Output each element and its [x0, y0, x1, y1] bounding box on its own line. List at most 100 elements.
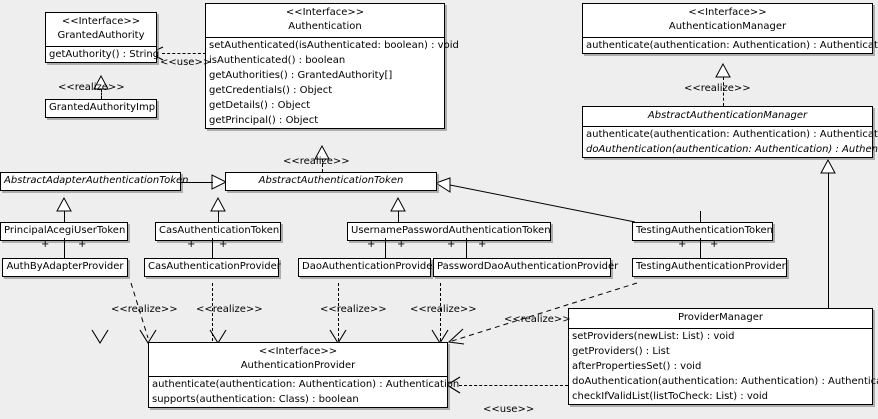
- class-provider-manager[interactable]: ProviderManager setProviders(newList: Li…: [568, 308, 878, 405]
- class-abstract-authentication-manager[interactable]: AbstractAuthenticationManager authentica…: [582, 106, 878, 158]
- operation-row: afterPropertiesSet() : void: [572, 361, 702, 372]
- generalization-link-usernamepasswordtoken: [398, 211, 399, 222]
- generalization-link-testingauthenticationtoken: [700, 211, 701, 222]
- granted-authority-header: <<Interface>> GrantedAuthority: [46, 13, 156, 46]
- authentication-provider-header: <<Interface>> AuthenticationProvider: [149, 343, 447, 376]
- realize-label-casauthenticationprovider: <<realize>>: [196, 304, 263, 315]
- class-name-label: PasswordDaoAuthenticationProvider: [437, 261, 619, 272]
- class-dao-authentication-provider[interactable]: DaoAuthenticationProvider: [298, 258, 437, 277]
- class-abstract-adapter-authentication-token[interactable]: AbstractAdapterAuthenticationToken: [0, 172, 189, 191]
- authentication-manager-header: <<Interface>> AuthenticationManager: [583, 4, 872, 37]
- compartment-separator: [206, 37, 444, 38]
- operation-row: setProviders(newList: List) : void: [572, 331, 735, 342]
- class-authentication[interactable]: <<Interface>> Authentication setAuthenti…: [205, 3, 459, 129]
- generalization-link-principalacegiusertoken: [64, 211, 65, 222]
- authentication-header: <<Interface>> Authentication: [206, 4, 444, 37]
- realize-label-abstractauthenticationtoken: <<realize>>: [283, 156, 350, 167]
- realize-link-daoauthenticationprovider: [338, 283, 339, 341]
- compartment-separator: [149, 376, 447, 377]
- association-marker: +: [219, 239, 228, 250]
- stereotype-label: <<Interface>>: [258, 346, 338, 357]
- association-marker: +: [41, 239, 50, 250]
- class-abstract-authentication-token[interactable]: AbstractAuthenticationToken: [225, 172, 437, 191]
- class-name-label: PrincipalAcegiUserToken: [4, 225, 126, 236]
- class-granted-authority[interactable]: <<Interface>> GrantedAuthority getAuthor…: [45, 12, 160, 63]
- association-marker: +: [367, 239, 376, 250]
- realize-label-authbyadapterprovider: <<realize>>: [111, 304, 178, 315]
- class-name-label: Authentication: [288, 21, 362, 32]
- operations-compartment: setAuthenticated(isAuthenticated: boolea…: [206, 38, 459, 128]
- operation-row: supports(authentication: Class) : boolea…: [152, 394, 359, 405]
- operation-row: authenticate(authentication: Authenticat…: [586, 129, 878, 140]
- stereotype-label: <<Interface>>: [61, 16, 141, 27]
- operations-compartment: setProviders(newList: List) : void getPr…: [569, 329, 878, 404]
- use-link-authentication-grantedauthority: [162, 53, 206, 54]
- operation-row: isAuthenticated() : boolean: [209, 55, 346, 66]
- class-authentication-manager[interactable]: <<Interface>> AuthenticationManager auth…: [582, 3, 878, 54]
- class-auth-by-adapter-provider[interactable]: AuthByAdapterProvider: [2, 258, 128, 277]
- class-name-label: TestingAuthenticationProvider: [636, 261, 786, 272]
- provider-manager-header: ProviderManager: [569, 309, 872, 328]
- operations-compartment: authenticate(authentication: Authenticat…: [583, 127, 878, 157]
- class-name-label: AbstractAuthenticationManager: [647, 110, 808, 121]
- association-marker: +: [78, 239, 87, 250]
- class-name-label: TestingAuthenticationToken: [636, 225, 774, 236]
- realize-link-passworddaoauthenticationprovider: [440, 283, 441, 341]
- realize-label-passworddaoauthenticationprovider: <<realize>>: [410, 304, 477, 315]
- operations-compartment: getAuthority() : String: [46, 47, 160, 62]
- association-link-username-dao: [385, 238, 386, 258]
- class-cas-authentication-provider[interactable]: CasAuthenticationProvider: [144, 258, 281, 277]
- abstract-authentication-manager-header: AbstractAuthenticationManager: [583, 107, 872, 126]
- operation-row: getAuthority() : String: [49, 49, 160, 60]
- class-name-label: ProviderManager: [677, 312, 763, 323]
- association-marker: +: [710, 239, 719, 250]
- class-name-label: CasAuthenticationToken: [159, 225, 280, 236]
- operation-row-abstract: doAuthentication(authentication: Authent…: [586, 144, 878, 155]
- realize-link-casauthenticationprovider: [212, 283, 213, 341]
- operation-row: checkIfValidList(listToCheck: List) : vo…: [572, 391, 769, 402]
- class-name-label: CasAuthenticationProvider: [148, 261, 281, 272]
- stereotype-label: <<Interface>>: [285, 7, 365, 18]
- use-label-authentication-grantedauthority: <<use>>: [160, 57, 212, 68]
- association-link-username-passworddao: [466, 238, 467, 258]
- operation-row: doAuthentication(authentication: Authent…: [572, 376, 878, 387]
- operation-row: authenticate(authentication: Authenticat…: [586, 40, 878, 51]
- realize-link-abstractauthenticationtoken: [322, 159, 323, 172]
- class-name-label: UsernamePasswordAuthenticationToken: [351, 225, 551, 236]
- compartment-separator: [569, 328, 872, 329]
- association-marker: +: [447, 239, 456, 250]
- class-cas-authentication-token[interactable]: CasAuthenticationToken: [155, 222, 281, 241]
- realize-label-grantedauthorityimpl: <<realize>>: [58, 82, 125, 93]
- class-authentication-provider[interactable]: <<Interface>> AuthenticationProvider aut…: [148, 342, 459, 408]
- operation-row: getPrincipal() : Object: [209, 115, 319, 126]
- realize-label-abstractauthenticationmanager: <<realize>>: [684, 83, 751, 94]
- class-testing-authentication-token[interactable]: TestingAuthenticationToken: [632, 222, 773, 241]
- class-testing-authentication-provider[interactable]: TestingAuthenticationProvider: [632, 258, 787, 277]
- class-name-label: AbstractAuthenticationToken: [258, 175, 404, 186]
- realize-label-testingauthenticationprovider: <<realize>>: [504, 314, 571, 325]
- class-name-label: GrantedAuthorityImpl: [49, 102, 158, 113]
- generalization-link-providermanager: [828, 173, 829, 308]
- class-granted-authority-impl[interactable]: GrantedAuthorityImpl: [45, 99, 158, 118]
- operation-row: getAuthorities() : GrantedAuthority[]: [209, 70, 393, 81]
- class-name-label: DaoAuthenticationProvider: [302, 261, 437, 272]
- association-marker: +: [187, 239, 196, 250]
- operation-row: getDetails() : Object: [209, 100, 311, 111]
- operation-row: setAuthenticated(isAuthenticated: boolea…: [209, 40, 459, 51]
- class-name-label: AbstractAdapterAuthenticationToken: [4, 175, 189, 186]
- class-password-dao-authentication-provider[interactable]: PasswordDaoAuthenticationProvider: [433, 258, 618, 277]
- class-username-password-authentication-token[interactable]: UsernamePasswordAuthenticationToken: [347, 222, 551, 241]
- stereotype-label: <<Interface>>: [688, 7, 767, 18]
- realize-label-daoauthenticationprovider: <<realize>>: [320, 304, 387, 315]
- class-name-label: AuthenticationProvider: [240, 360, 356, 371]
- class-name-label: GrantedAuthority: [57, 30, 145, 41]
- operations-compartment: authenticate(authentication: Authenticat…: [149, 377, 459, 407]
- generalization-link-abstractadaptertoken: [181, 182, 213, 183]
- association-marker: +: [678, 239, 687, 250]
- association-marker: +: [397, 239, 406, 250]
- association-link-testing-token-provider: [700, 238, 701, 258]
- compartment-separator: [583, 126, 872, 127]
- realize-link-grantedauthorityimpl: [101, 89, 102, 99]
- realize-link-abstractauthenticationmanager: [723, 77, 724, 106]
